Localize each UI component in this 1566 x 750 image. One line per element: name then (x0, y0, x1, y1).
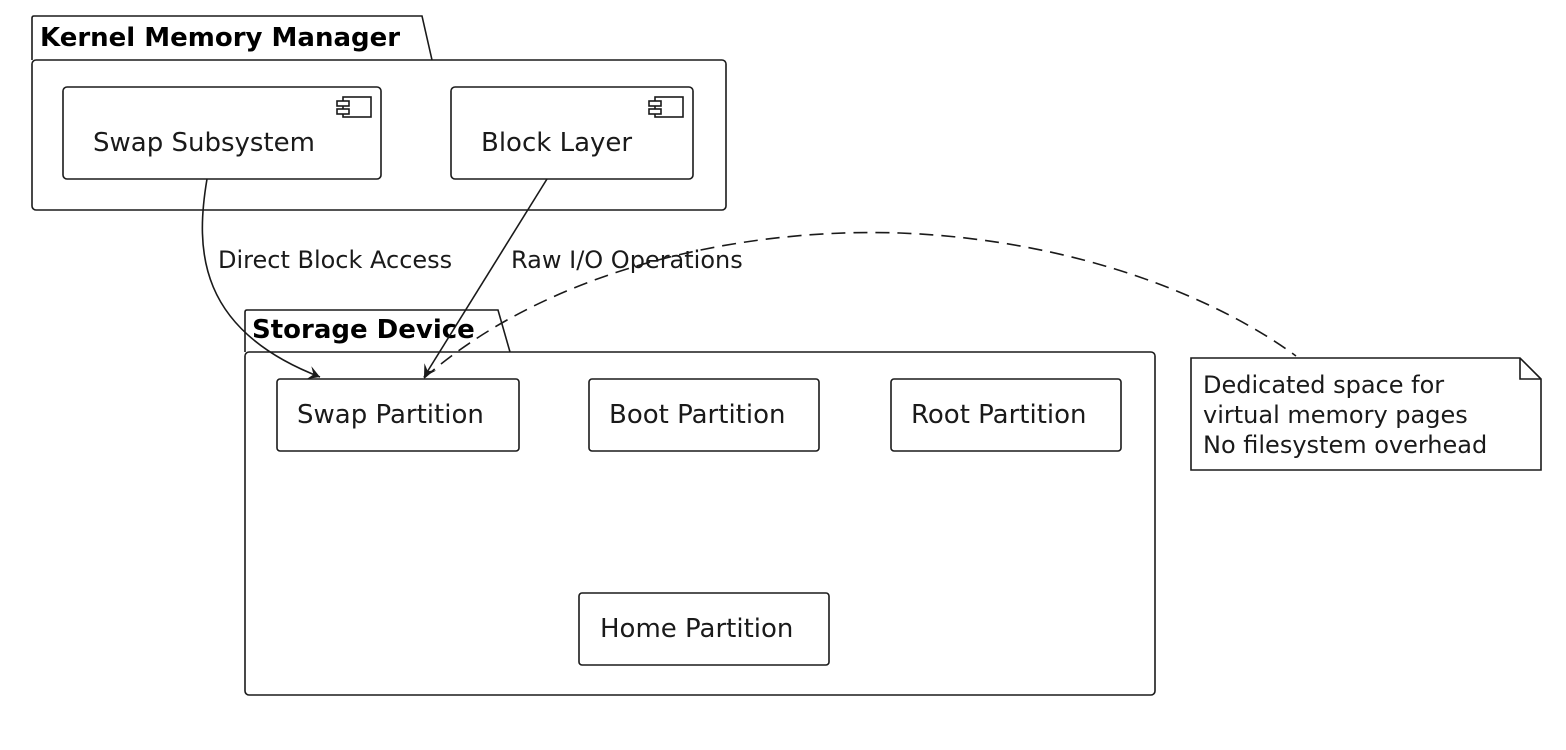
note-swap-partition: Dedicated space for virtual memory pages… (1190, 357, 1542, 471)
partition-label-boot: Boot Partition (609, 400, 785, 430)
partition-root[interactable]: Root Partition (890, 378, 1122, 452)
component-icon (648, 96, 684, 118)
component-label-swap-subsystem: Swap Subsystem (93, 128, 315, 158)
partition-label-root: Root Partition (911, 400, 1087, 430)
component-icon (336, 96, 372, 118)
partition-label-swap: Swap Partition (297, 400, 484, 430)
edge-direct-block-access: Direct Block Access (201, 178, 452, 380)
component-swap-subsystem[interactable]: Swap Subsystem (62, 86, 382, 180)
package-title-kernel: Kernel Memory Manager (40, 23, 400, 53)
partition-swap[interactable]: Swap Partition (276, 378, 520, 452)
edge-label-direct-block-access: Direct Block Access (218, 246, 452, 274)
partition-boot[interactable]: Boot Partition (588, 378, 820, 452)
partition-label-home: Home Partition (600, 614, 793, 644)
note-line-2: virtual memory pages (1203, 401, 1468, 429)
component-label-block-layer: Block Layer (481, 128, 632, 158)
package-title-storage: Storage Device (252, 315, 475, 345)
component-block-layer[interactable]: Block Layer (450, 86, 694, 180)
note-line-3: No filesystem overhead (1203, 431, 1487, 459)
note-connector (423, 231, 1297, 379)
note-line-1: Dedicated space for (1203, 371, 1444, 399)
partition-home[interactable]: Home Partition (578, 592, 830, 666)
